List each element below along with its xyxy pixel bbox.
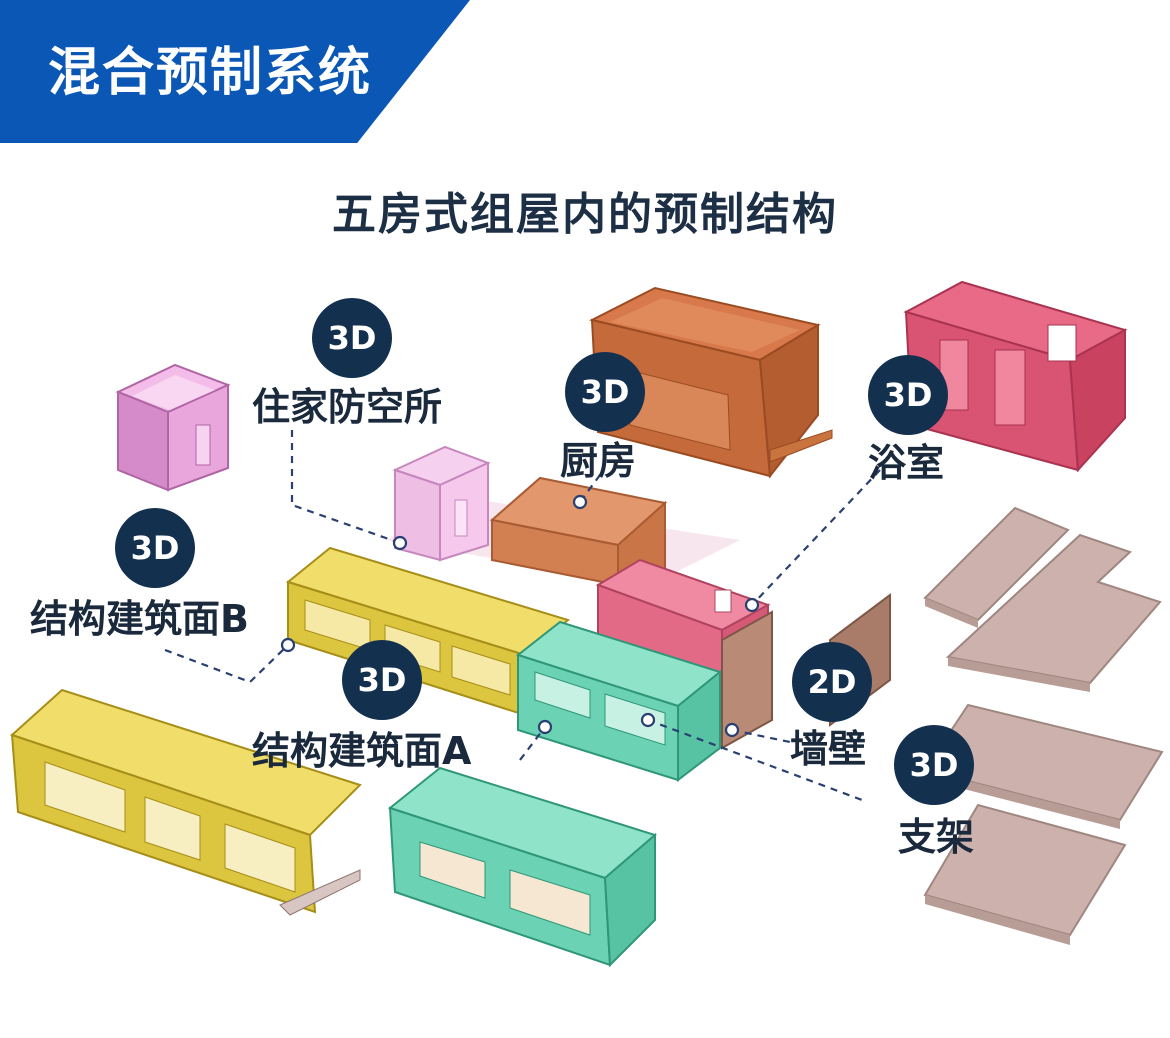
assembled-facade-a xyxy=(515,620,723,783)
diagram-subtitle: 五房式组屋内的预制结构 xyxy=(332,189,838,240)
facade-a-label: 结构建筑面A xyxy=(252,729,472,773)
shelter-label: 住家防空所 xyxy=(252,385,443,429)
bathroom-dimension-badge: 3D xyxy=(868,355,948,435)
dot-facade-a xyxy=(537,719,553,735)
assembled-shelter xyxy=(392,445,491,562)
bathroom-label: 浴室 xyxy=(868,441,945,485)
assembled-wall xyxy=(721,610,773,750)
slab-stack xyxy=(923,506,1164,945)
wall-label: 墙壁 xyxy=(790,727,867,771)
leader-bathroom xyxy=(751,469,881,606)
assembled-kitchen xyxy=(489,476,668,587)
dot-slab xyxy=(640,712,656,728)
slab-dimension-badge: 3D xyxy=(894,725,974,805)
dot-wall xyxy=(724,722,740,738)
facade-b-dimension-badge: 3D xyxy=(115,508,195,588)
leader-shelter xyxy=(290,430,401,545)
dot-facade-b xyxy=(280,637,296,653)
shelter-module xyxy=(115,363,231,492)
kitchen-dimension-badge: 3D xyxy=(565,352,645,432)
leader-facade-a xyxy=(519,726,546,761)
wall-dimension-badge: 2D xyxy=(792,642,872,722)
facade-a-module xyxy=(387,766,658,968)
leader-wall xyxy=(731,728,791,744)
facade-a-dimension-badge: 3D xyxy=(342,640,422,720)
slab-label: 支架 xyxy=(898,815,975,859)
bathroom-module xyxy=(903,280,1128,473)
shelter-dimension-badge: 3D xyxy=(312,298,392,378)
facade-b-module xyxy=(10,688,362,916)
dot-kitchen xyxy=(572,494,588,510)
leader-facade-b xyxy=(164,644,289,684)
leader-dots xyxy=(280,494,760,738)
facade-b-label: 结构建筑面B xyxy=(30,597,249,641)
kitchen-module xyxy=(589,286,833,479)
page-title: 混合预制系统 xyxy=(48,43,373,103)
dot-bathroom xyxy=(744,597,760,613)
dot-shelter xyxy=(392,535,408,551)
kitchen-label: 厨房 xyxy=(560,439,637,483)
